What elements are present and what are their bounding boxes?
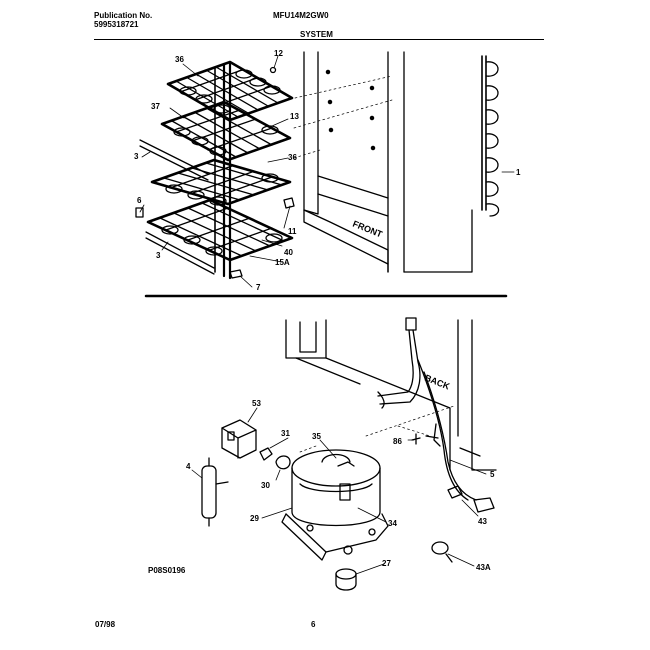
callout-31: 31 — [281, 429, 290, 438]
callout-43a: 43A — [476, 563, 491, 572]
lower-leader-lines — [191, 407, 487, 575]
compressor-clip — [275, 455, 291, 470]
callout-36-top: 36 — [175, 55, 184, 64]
callout-7: 7 — [256, 283, 261, 292]
overload-protector — [259, 447, 273, 461]
callout-3-upper: 3 — [134, 152, 139, 161]
shelf-assembly — [135, 60, 295, 280]
callout-30: 30 — [261, 481, 270, 490]
shelf-front-rail-lower — [145, 231, 215, 275]
callout-35: 35 — [312, 432, 321, 441]
shelf-part-7 — [229, 269, 243, 279]
condenser-coil — [481, 55, 500, 217]
publication-label: Publication No. — [94, 11, 153, 20]
shelf-clip-6 — [135, 207, 144, 218]
callout-1: 1 — [516, 168, 521, 177]
cabinet-interior — [303, 51, 473, 273]
callout-29: 29 — [250, 514, 259, 523]
ground-terminal — [431, 541, 453, 563]
screw-86 — [411, 433, 421, 445]
shelf-front-rail-upper — [139, 139, 209, 181]
callout-37: 37 — [151, 102, 160, 111]
footer-date: 07/98 — [95, 620, 116, 629]
compressor-grommet — [335, 568, 357, 591]
publication-number: 5995318721 — [94, 20, 139, 29]
wire-shelf-3 — [150, 158, 292, 206]
compressor — [281, 449, 389, 561]
callout-53: 53 — [252, 399, 261, 408]
page-number: 6 — [311, 620, 316, 629]
upper-leader-lines — [139, 55, 291, 288]
callout-4: 4 — [186, 462, 191, 471]
callout-34: 34 — [388, 519, 397, 528]
callout-27: 27 — [382, 559, 391, 568]
wire-shelf-2 — [160, 100, 292, 162]
shelf-part-12 — [269, 66, 277, 74]
model-number: MFU14M2GW0 — [273, 11, 329, 20]
vertical-tube-left — [222, 60, 232, 280]
callout-15a: 15A — [275, 258, 290, 267]
filter-drier — [201, 457, 229, 527]
front-label: FRONT — [351, 219, 384, 240]
wiring-harness — [377, 317, 495, 513]
callout-5: 5 — [490, 470, 495, 479]
callout-86: 86 — [393, 437, 402, 446]
figure-id: P08S0196 — [148, 566, 186, 575]
shelf-part-11 — [283, 197, 295, 209]
projection-lines-upper — [293, 75, 393, 159]
projection-lines-lower — [299, 405, 455, 453]
callout-40: 40 — [284, 248, 293, 257]
cabinet-back — [285, 319, 497, 471]
callout-36-mid: 36 — [288, 153, 297, 162]
header-rule — [94, 39, 544, 40]
callout-6: 6 — [137, 196, 142, 205]
section-title: SYSTEM — [300, 30, 333, 39]
callout-43: 43 — [478, 517, 487, 526]
callout-11: 11 — [288, 227, 297, 236]
callout-12: 12 — [274, 49, 283, 58]
callout-3-lower: 3 — [156, 251, 161, 260]
callout-13: 13 — [290, 112, 299, 121]
start-relay — [221, 419, 257, 459]
